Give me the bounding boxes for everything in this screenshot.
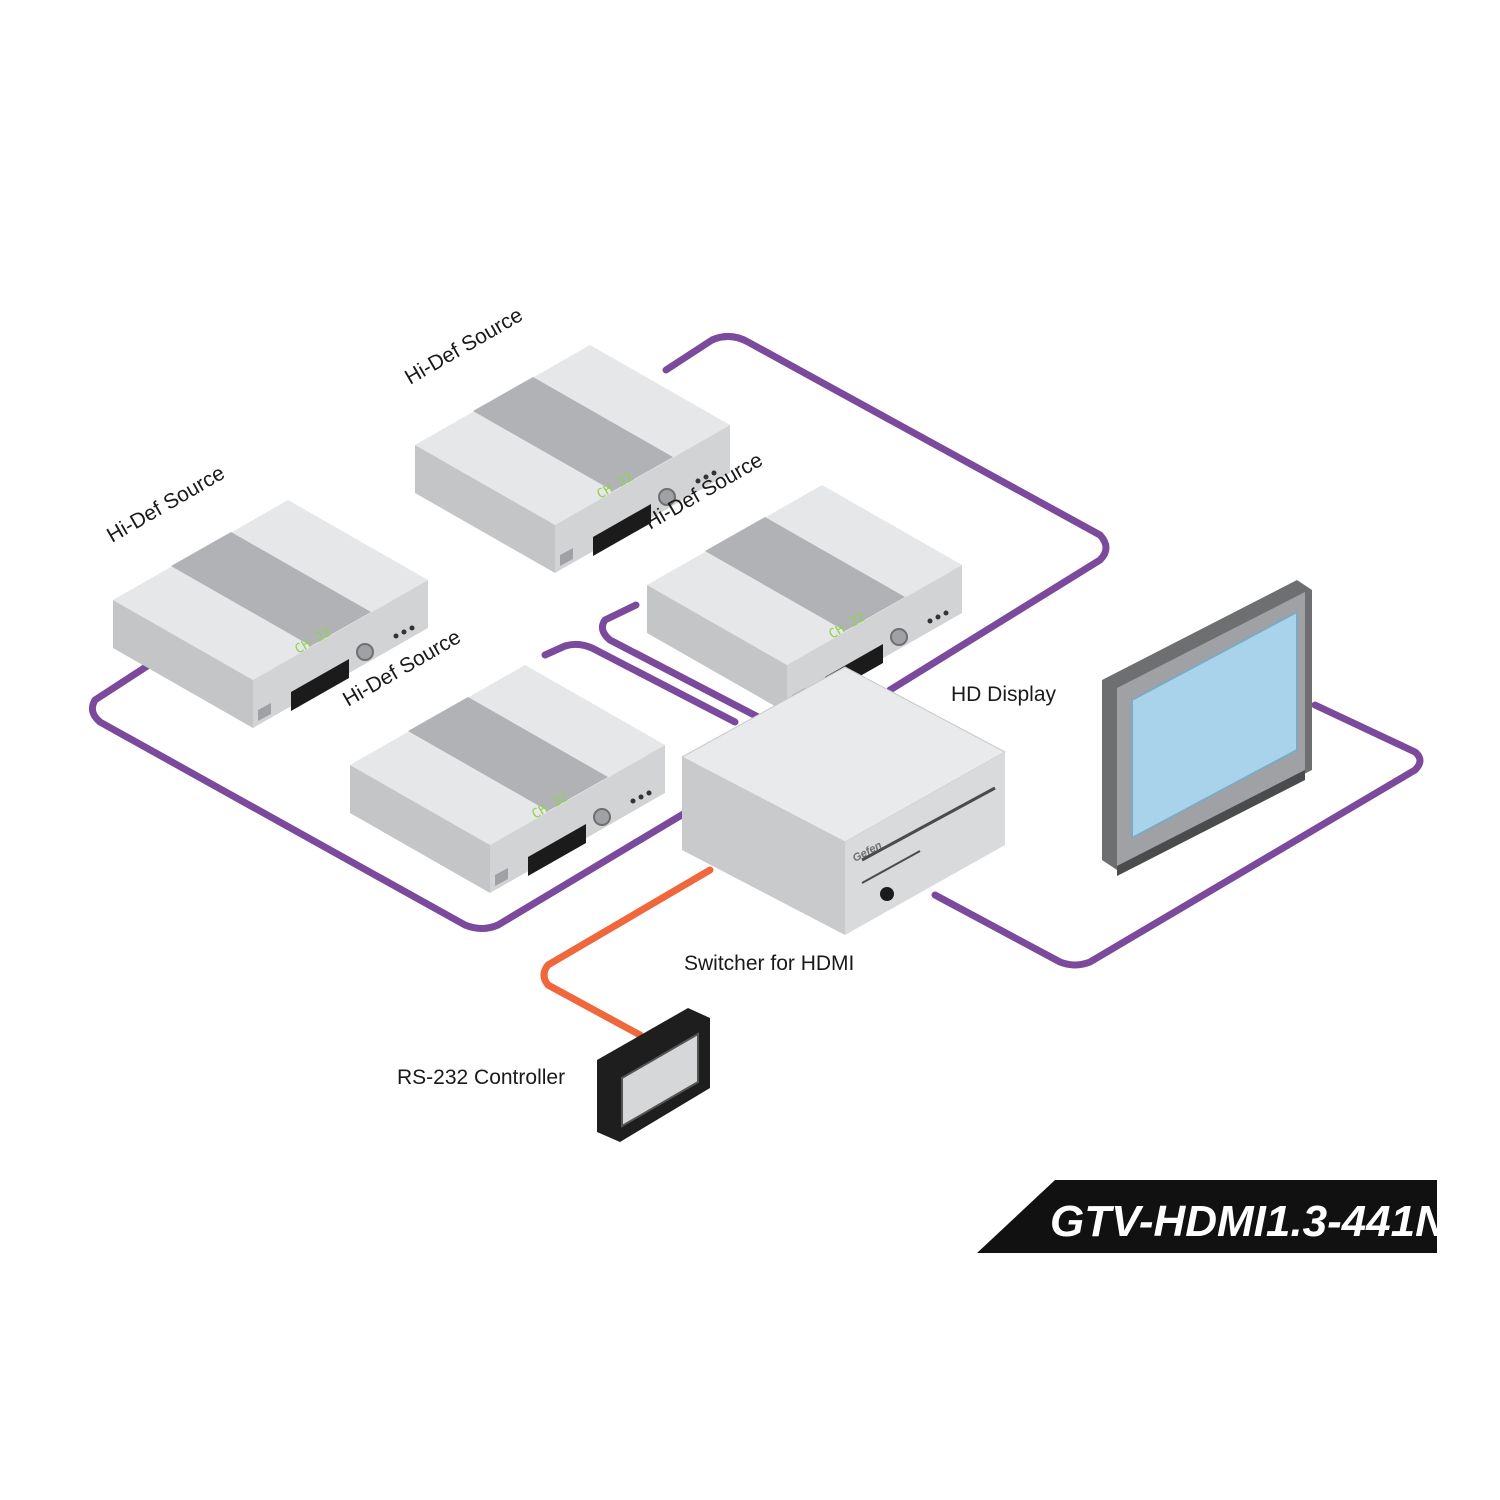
hi-def-source-left: CH 22 (112, 499, 429, 729)
model-banner: GTV-HDMI1.3-441N (977, 1180, 1448, 1253)
hdmi-cable-source-middle (541, 640, 739, 726)
hi-def-source-right: CH 22 (646, 484, 963, 714)
label-display: HD Display (951, 683, 1057, 706)
hdmi-switcher: Gefen (680, 666, 1007, 935)
rs232-cable (540, 866, 714, 1039)
hdmi-cable-display (931, 701, 1424, 969)
label-switcher: Switcher for HDMI (684, 952, 854, 975)
rs232-controller (597, 1008, 710, 1142)
hi-def-source-middle: CH 22 (349, 664, 666, 894)
hdmi-cable-source-top (662, 333, 1110, 694)
hdmi-cable-source-left (88, 646, 694, 932)
label-source-left: Hi-Def Source (103, 461, 229, 547)
hi-def-source-top: CH 22 (414, 344, 731, 574)
label-source-top: Hi-Def Source (401, 303, 527, 389)
model-number: GTV-HDMI1.3-441N (1050, 1197, 1448, 1246)
hdmi-cables (88, 333, 1424, 969)
label-controller: RS-232 Controller (397, 1066, 565, 1089)
hdmi-cable-source-right (598, 601, 764, 722)
hd-display (1102, 580, 1312, 876)
